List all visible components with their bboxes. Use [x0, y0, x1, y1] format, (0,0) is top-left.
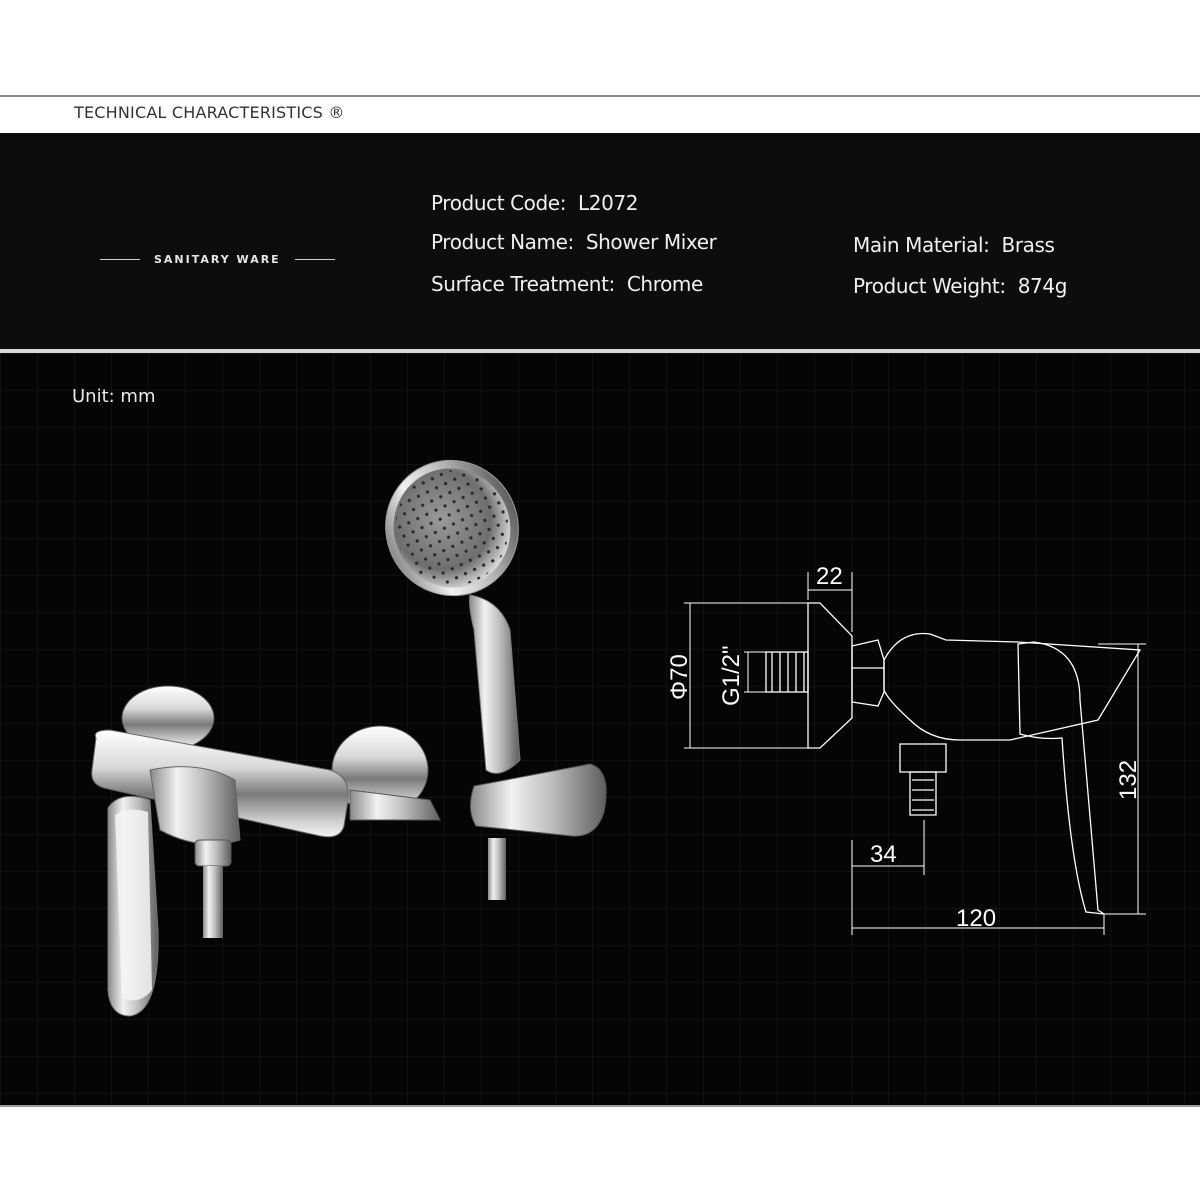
drawing-lever — [1017, 641, 1105, 915]
spec-value: Chrome — [626, 272, 703, 296]
category-text: SANITARY WARE — [154, 253, 281, 266]
spec-label: Product Code: — [431, 191, 567, 215]
wall-holder — [470, 763, 607, 837]
spec-label: Product Weight: — [853, 274, 1006, 298]
hose — [488, 838, 506, 900]
bottom-rule — [0, 1105, 1200, 1107]
drawing-outlet-nut — [899, 743, 947, 773]
dimension-lines — [684, 572, 1146, 935]
dim-height: 132 — [1115, 760, 1142, 800]
dim-depth-flange: 22 — [816, 563, 843, 590]
technical-drawing — [765, 602, 1142, 915]
spec-label: Main Material: — [853, 233, 990, 257]
mixer-cartridge — [149, 766, 241, 845]
shower-mixer-image — [91, 685, 441, 1017]
spec-product-weight: Product Weight: 874g — [853, 274, 1067, 298]
hand-shower-image — [385, 459, 607, 900]
spec-product-code: Product Code: L2072 — [431, 191, 638, 215]
drawing-body — [883, 632, 1142, 741]
connector-right — [349, 789, 441, 821]
hose-stub — [203, 866, 223, 938]
category-label: SANITARY WARE — [100, 253, 335, 266]
spec-value: 874g — [1017, 274, 1068, 298]
spec-value: L2072 — [578, 191, 639, 215]
drawing-flange — [807, 602, 853, 749]
category-rule-left — [100, 259, 140, 260]
spec-main-material: Main Material: Brass — [853, 233, 1055, 257]
divider-line — [0, 349, 1200, 353]
spec-product-name: Product Name: Shower Mixer — [431, 230, 717, 254]
dim-thread: G1/2" — [718, 645, 745, 706]
lever-highlight — [115, 809, 152, 1001]
unit-label: Unit: mm — [72, 386, 156, 407]
spec-label: Product Name: — [431, 230, 574, 254]
dim-diameter: Φ70 — [666, 654, 693, 700]
spec-band — [0, 133, 1200, 349]
dim-outlet-offset: 34 — [870, 841, 897, 868]
spec-value: Shower Mixer — [585, 230, 717, 254]
spec-value: Brass — [1001, 233, 1055, 257]
drawing-thread — [765, 651, 809, 693]
category-rule-right — [294, 259, 335, 260]
drawing-outlet-thread — [909, 771, 937, 816]
dim-length: 120 — [956, 905, 996, 932]
drawing-nut — [851, 639, 885, 707]
spec-surface-treatment: Surface Treatment: Chrome — [431, 272, 703, 296]
outlet-nut — [194, 839, 232, 867]
page-title: TECHNICAL CHARACTERISTICS ® — [74, 103, 345, 122]
top-rule — [0, 95, 1200, 97]
spec-label: Surface Treatment: — [431, 272, 615, 296]
hand-shower-handle — [469, 594, 521, 774]
